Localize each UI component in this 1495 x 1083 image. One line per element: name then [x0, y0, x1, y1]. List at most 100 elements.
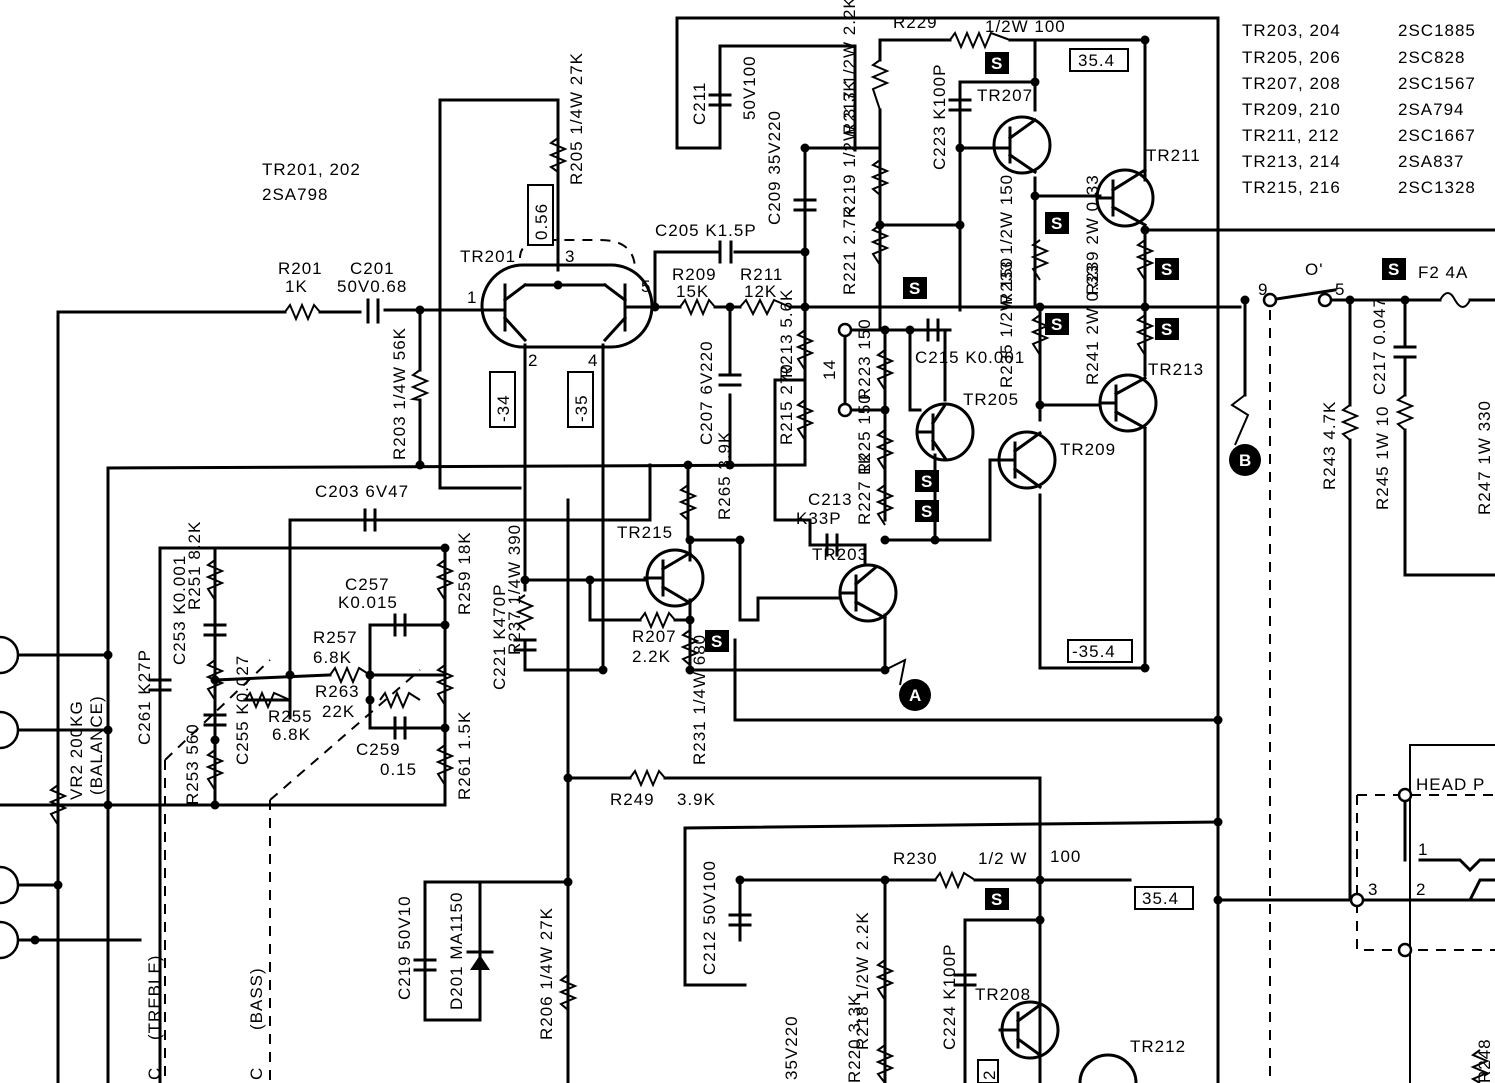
label-r223: R223 150: [855, 318, 874, 400]
junction-dots: [30, 35, 1410, 945]
resistor-r231: [680, 629, 700, 666]
label-r203: R203 1/4W 56K: [390, 327, 409, 460]
transistor-tr207: [992, 115, 1052, 175]
label-c201-val: 50V0.68: [337, 277, 407, 296]
label-r229: R229: [893, 13, 938, 32]
resistor-r220: [875, 1044, 895, 1083]
tt-ref-3: TR209, 210: [1242, 100, 1341, 119]
label-r220: R220 3.3K: [845, 994, 864, 1083]
label-tr213: TR213: [1148, 360, 1204, 379]
label-r201-val: 1K: [285, 277, 308, 296]
resistor-vr2: [48, 784, 68, 826]
ab-markers: A B: [884, 394, 1261, 711]
transistor-tr212: [1078, 1053, 1138, 1083]
transistor-tr205: [915, 402, 975, 462]
label-r239: R239 2W 0.33: [1083, 174, 1102, 295]
label-c215: C215 K0.001: [915, 348, 1025, 367]
resistor-r251: [205, 559, 225, 601]
capacitor-c207: [718, 373, 742, 387]
voltage-m354: -35.4: [1072, 642, 1116, 661]
resistor-r249: [629, 768, 666, 788]
resistor-r245: [1395, 394, 1415, 431]
label-c203: C203 6V47: [315, 482, 409, 501]
label-jack-2: 2: [1416, 880, 1426, 899]
transistor-tr208: [998, 1000, 1060, 1060]
transistor-tr211: [1095, 167, 1155, 228]
label-r209-val: 15K: [676, 282, 709, 301]
pot-tone: [205, 659, 225, 701]
label-r233: R233 1/2W 150: [997, 174, 1016, 305]
s-marker: S: [1051, 315, 1062, 334]
label-r213: R213 5.6K: [777, 289, 796, 378]
resistor-r229: [949, 30, 1011, 50]
label-r255-val: 6.8K: [272, 725, 311, 744]
label-r243: R243 4.7K: [1320, 401, 1339, 490]
label-r207: R207: [632, 627, 677, 646]
tt-part-2: 2SC1567: [1398, 74, 1476, 93]
s-marker: S: [711, 632, 722, 651]
resistor-r227: [875, 484, 895, 526]
s-marker: S: [1388, 260, 1399, 279]
resistor-r255: [244, 690, 291, 710]
transistors: [478, 115, 1158, 1083]
label-r257: R257: [313, 628, 358, 647]
capacitor-c223: [948, 98, 972, 112]
tr201-202-part: 2SA798: [262, 185, 329, 204]
label-c253: C253 K0.001: [170, 555, 189, 665]
label-c207: C207 6V220: [697, 340, 716, 445]
resistor-r265: [678, 484, 698, 521]
s-marker: S: [991, 890, 1002, 909]
label-r230-val: 1/2 W: [978, 849, 1027, 868]
label-c211: C211: [690, 82, 709, 125]
label-r261: R261 1.5K: [455, 711, 474, 800]
label-tr201: TR201: [460, 247, 516, 266]
voltage-354-bot: 35.4: [1142, 889, 1179, 908]
pin-3: 3: [565, 247, 575, 266]
label-r215: R215 270: [777, 363, 796, 445]
capacitor-c203: [363, 508, 377, 532]
resistor-r205: [548, 137, 568, 173]
label-pin-14: 14: [820, 359, 839, 380]
label-tr207: TR207: [977, 86, 1033, 105]
capacitor-c257: [393, 613, 407, 637]
capacitor-c259: [393, 716, 407, 740]
label-tr212: TR212: [1130, 1037, 1186, 1056]
tt-ref-1: TR205, 206: [1242, 48, 1341, 67]
label-jack-3: 3: [1368, 880, 1378, 899]
transistor-tr209: [997, 430, 1057, 490]
label-c259-val: 0.15: [380, 760, 417, 779]
capacitor-c221: [513, 638, 537, 652]
pin-1: 1: [467, 288, 477, 307]
resistor-r261: [435, 744, 455, 786]
label-r207-val: 2.2K: [632, 647, 671, 666]
label-r237: R237 1/4W 390: [505, 524, 524, 655]
transistor-tr213: [1098, 373, 1158, 433]
tt-part-5: 2SA837: [1398, 152, 1465, 171]
label-c219: C219 50V10: [395, 895, 414, 1000]
tt-part-0: 2SC1885: [1398, 21, 1476, 40]
pot-bass: [435, 664, 455, 706]
resistor-r239: [1135, 239, 1155, 281]
capacitor-c211: [708, 93, 732, 107]
capacitor-c209: [793, 198, 817, 212]
resistor-r248: [1470, 1049, 1490, 1083]
resistor-r209: [679, 297, 716, 317]
label-tr205: TR205: [963, 390, 1019, 409]
pin-5: 5: [641, 277, 651, 296]
resistor-r253: [205, 749, 225, 791]
terminals: [0, 292, 1413, 960]
tt-part-3: 2SA794: [1398, 100, 1465, 119]
s-marker: S: [1161, 320, 1172, 339]
tt-ref-4: TR211, 212: [1242, 126, 1340, 145]
label-sw-9: 9: [1258, 280, 1268, 299]
component-labels: TR201, 202 2SA798 TR201 TR207 TR211 TR20…: [67, 0, 1494, 1083]
resistor-r213: [795, 329, 815, 371]
label-r255: R255: [268, 707, 313, 726]
label-r211: R211: [740, 265, 783, 284]
label-c221: C221 K470P: [490, 584, 509, 690]
label-sw-5: 5: [1335, 280, 1345, 299]
resistor-r218: [875, 959, 895, 1001]
label-r263-val: 22K: [322, 702, 355, 721]
label-r217: R217 1/2W 2.2K: [840, 0, 859, 135]
resistors: [48, 30, 1490, 1083]
